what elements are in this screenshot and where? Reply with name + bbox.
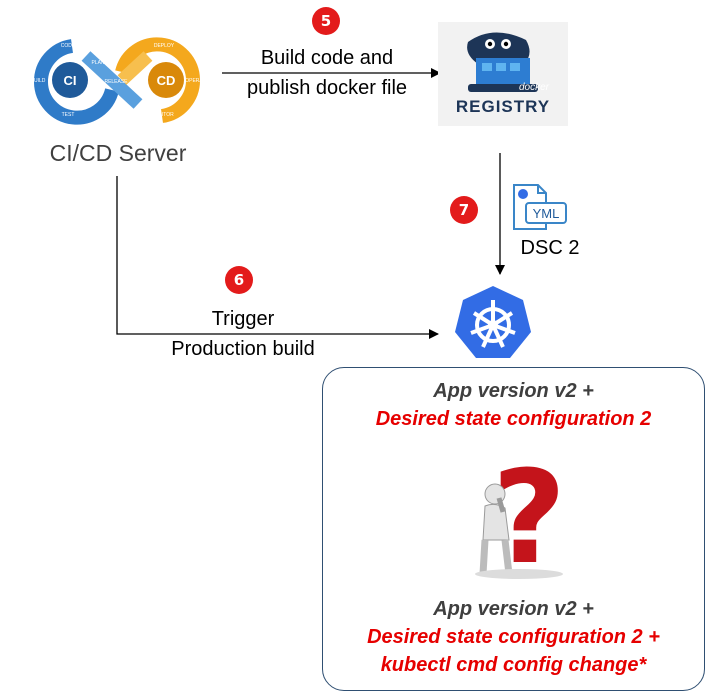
arrow-cicd-to-kubernetes [116, 176, 439, 339]
stage-monitor: MONITOR [150, 112, 174, 118]
step-5-badge: 5 [312, 7, 340, 35]
stage-code: CODE [61, 43, 76, 49]
bottom-app-version: App version v2 + [433, 598, 594, 620]
stage-release: RELEASE [104, 79, 128, 85]
docker-registry-image: docker REGISTRY [456, 32, 550, 116]
question-mark-figure: ? [475, 450, 566, 580]
bottom-desired-state: Desired state configuration 2 + [367, 626, 660, 648]
stage-operate: OPERATE [185, 78, 209, 84]
step-6-badge: 6 [225, 266, 253, 294]
docker-registry-logo: docker REGISTRY [438, 22, 568, 126]
stage-plan: PLAN [91, 60, 104, 66]
yml-file-icon: YML [513, 184, 567, 230]
step-6-line1: Trigger [211, 308, 275, 330]
docker-word: docker [519, 82, 550, 93]
ci-label: CI [64, 73, 77, 88]
registry-word: REGISTRY [456, 97, 550, 116]
step-6-line2: Production build [171, 338, 315, 360]
kubectl-config-change: kubectl cmd config change* [380, 654, 647, 676]
cd-label: CD [157, 73, 176, 88]
stage-test: TEST [62, 112, 75, 118]
stage-deploy: DEPLOY [154, 43, 175, 49]
dsc-2-label: DSC 2 [520, 237, 580, 259]
yml-file-label: YML [533, 206, 560, 221]
cicd-server-label: CI/CD Server [49, 140, 187, 166]
top-app-version: App version v2 + [433, 380, 594, 402]
kubernetes-icon [455, 286, 531, 358]
result-box: App version v2 + Desired state configura… [322, 367, 705, 691]
cicd-logo: CI CD CODE BUILD TEST PLAN RELEASE DEPLO… [31, 37, 209, 125]
stage-build: BUILD [31, 78, 46, 84]
step-5-line2: publish docker file [246, 77, 408, 99]
step-5-line1: Build code and [260, 47, 394, 69]
top-desired-state: Desired state configuration 2 [375, 408, 652, 430]
step-7-badge: 7 [450, 196, 478, 224]
